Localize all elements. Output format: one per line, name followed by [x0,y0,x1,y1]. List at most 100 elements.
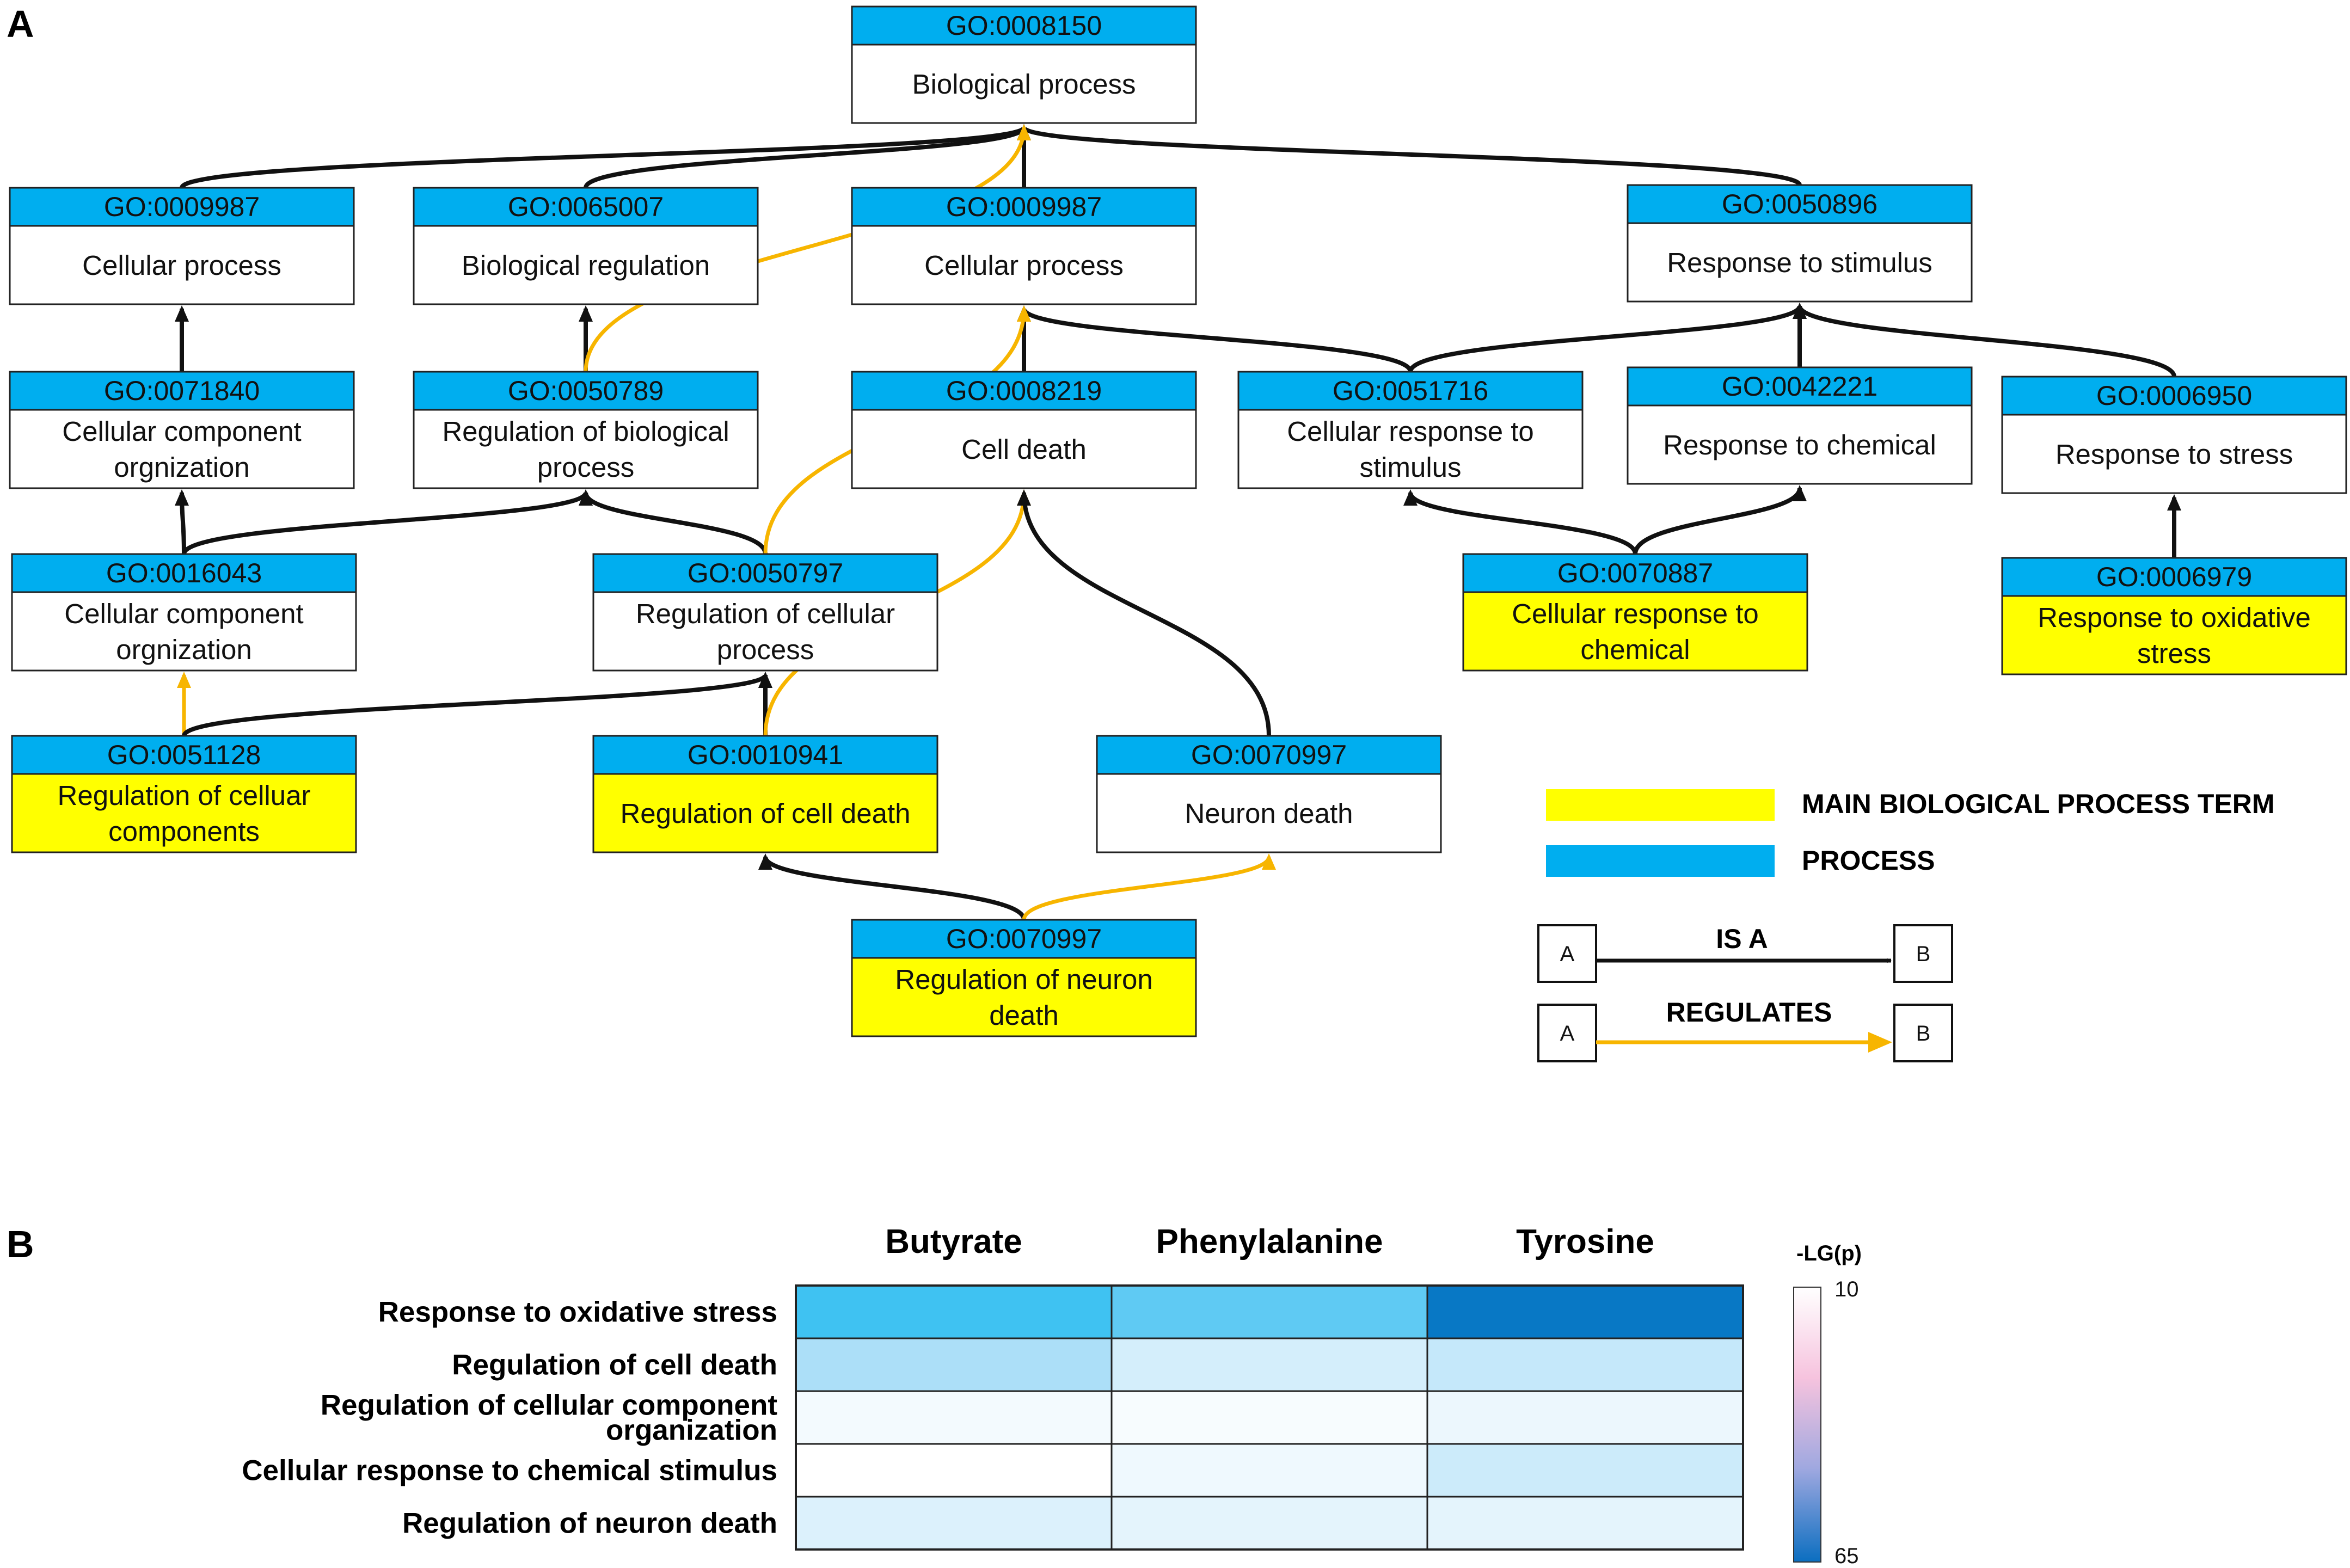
go-term-id: GO:0010941 [688,740,843,770]
go-term-body [11,773,357,853]
is-a-edge [1022,492,1271,736]
heatmap-column-label: Phenylalanine [1156,1223,1383,1260]
go-term-id: GO:0071840 [104,376,260,406]
is-a-edge [1408,305,1802,373]
go-term-header [1237,371,1584,411]
go-term-body [851,225,1197,305]
go-term-name: Regulation of cellular [636,598,895,629]
is-a-edge [1797,305,2176,378]
legend-process-label: PROCESS [1802,845,1935,876]
go-term-header [1627,366,1973,407]
legend-reg-node-a [1537,1004,1597,1062]
go-term-id: GO:0065007 [508,192,664,222]
go-term-name: Cellular component [62,416,301,447]
go-term-body [592,773,938,853]
go-term-header [851,919,1197,959]
go-term-id: GO:0008219 [946,376,1102,406]
go-term-body [851,44,1197,124]
go-term-name: Biological regulation [462,250,710,281]
go-term-name: Cellular process [82,250,281,281]
go-term-id: GO:0051716 [1333,376,1488,406]
heatmap-frame [795,1284,1744,1551]
is-a-edge [584,126,1026,189]
go-term-id: GO:0051128 [107,740,261,770]
heatmap-row-label: organization [606,1415,777,1447]
go-term-header [9,371,355,411]
heatmap-cell [1110,1443,1428,1498]
go-term-header [11,735,357,775]
go-term-name: Response to oxidative [2038,602,2311,633]
heatmap-cell [1426,1390,1744,1445]
is-a-edge [1408,491,1637,555]
go-term-header [9,187,355,227]
is-a-edge [584,492,768,555]
legend-isa-label: IS A [1716,924,1768,954]
go-term-header [592,553,938,593]
colorbar: -LG(p) 10 65 [1793,1241,1862,1568]
go-term-name: death [989,1000,1059,1031]
edge-arrowhead [1017,124,1031,140]
go-term-name: stimulus [1359,452,1461,483]
go-term-body [851,957,1197,1037]
legend-isa-a-text: A [1560,942,1575,966]
heatmap-cell [795,1337,1113,1392]
go-term-body [2001,595,2347,675]
heatmap-cell [1110,1337,1428,1392]
go-term-body [592,591,938,672]
heatmap-row-label: Regulation of neuron death [402,1508,777,1540]
legend-isa-node-a [1537,924,1597,983]
go-term-name: Cellular response to [1287,416,1534,447]
go-term-header [592,735,938,775]
is-a-edge [1633,488,1802,555]
go-term-id: GO:0050797 [688,558,843,588]
heatmap-row-label: Response to oxidative stress [378,1296,777,1329]
edge-arrowhead [1403,489,1418,506]
colorbar-title: -LG(p) [1796,1241,1862,1265]
go-term-name: Cellular process [924,250,1124,281]
heatmap-cell [1110,1390,1428,1445]
regulates-edge [1022,856,1271,920]
go-term-id: GO:0050789 [508,376,664,406]
go-term-header [413,187,759,227]
heatmap-cell [795,1390,1113,1445]
is-a-edge [180,126,1026,189]
go-term-body [413,409,759,489]
go-term-name: Response to chemical [1663,429,1936,460]
go-term-id: GO:0006950 [2096,380,2252,411]
heatmap-cell [1426,1443,1744,1498]
colorbar-max-label: 65 [1834,1544,1859,1568]
legend-process-swatch [1546,845,1775,877]
heatmap-cell [795,1443,1113,1498]
edge-arrowhead [1793,485,1807,501]
go-term-header [851,5,1197,46]
colorbar-min-label: 10 [1834,1277,1859,1301]
go-term-body [1237,409,1584,489]
go-term-id: GO:0070887 [1557,558,1713,588]
edge-arrowhead [1017,489,1031,506]
heatmap-cell [1110,1496,1428,1551]
go-term-body [413,225,759,305]
go-term-header [2001,557,2347,597]
go-term-name: stress [2137,638,2211,669]
is-a-edge [763,856,1026,921]
heatmap-row-label: Regulation of cell death [452,1349,777,1381]
go-term-header [1627,184,1973,224]
go-term-name: Cell death [961,434,1087,465]
go-term-name: Regulation of cell death [620,798,910,829]
go-term-header [851,187,1197,227]
go-term-body [1462,591,1808,672]
go-term-name: Neuron death [1185,798,1353,829]
heatmap-column-label: Tyrosine [1516,1223,1654,1260]
